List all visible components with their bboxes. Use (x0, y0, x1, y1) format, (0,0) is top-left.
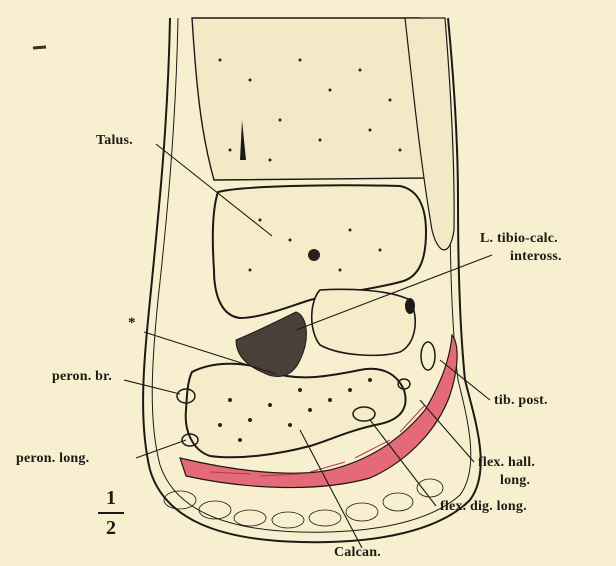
label-peron-br: peron. br. (52, 370, 112, 384)
label-peron-long: peron. long. (16, 452, 89, 466)
fraction-bar (98, 512, 124, 514)
label-flex-hall-line2: long. (500, 474, 530, 488)
label-flex-hall-line1: flex. hall. (478, 456, 535, 470)
label-asterisk: * (128, 316, 136, 331)
scale-denominator: 2 (96, 518, 126, 538)
scale-fraction: 1 2 (96, 488, 126, 538)
vessel-dot (405, 298, 415, 314)
label-talus: Talus. (96, 134, 133, 148)
margin-dash-mark (33, 47, 46, 48)
label-calcan: Calcan. (334, 546, 381, 560)
tibialis-posterior-sheath (421, 342, 435, 370)
label-tib-post: tib. post. (494, 394, 548, 408)
label-flex-dig: flex. dig. long. (440, 500, 527, 514)
label-ligament-line2: inteross. (510, 250, 562, 264)
talus-lower-part (312, 289, 415, 355)
leader-peron-long (136, 440, 186, 458)
label-ligament-line1: L. tibio-calc. (480, 232, 558, 246)
scale-numerator: 1 (96, 488, 126, 508)
leader-calcan (300, 430, 362, 548)
tibia-bone (192, 18, 430, 180)
bone-spot (308, 249, 320, 261)
